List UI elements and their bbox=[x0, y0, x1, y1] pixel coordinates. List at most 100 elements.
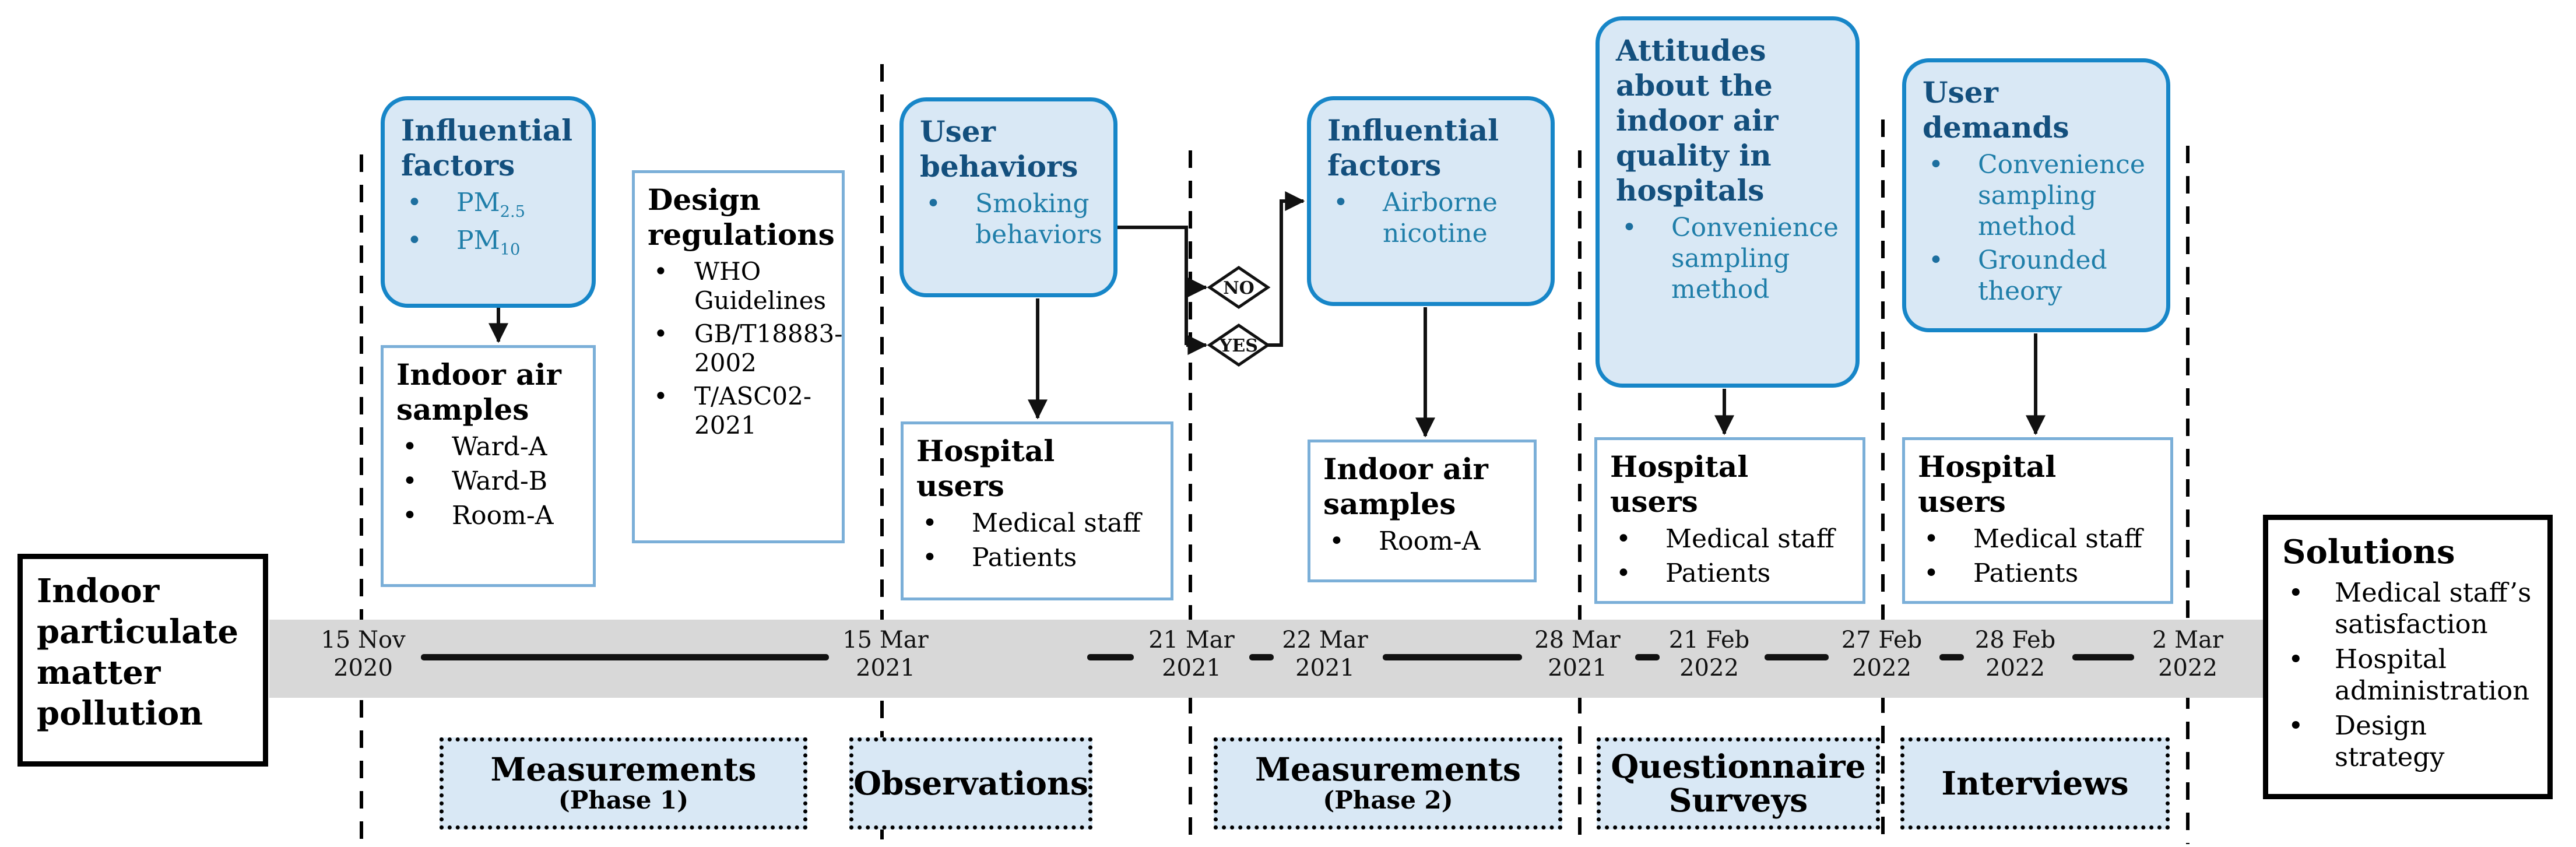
dashed-separator-3 bbox=[1189, 150, 1192, 844]
list-item: •PM10 bbox=[401, 226, 575, 260]
list-item-text: T/ASC02-2021 bbox=[694, 381, 812, 440]
date-line2: 2022 bbox=[2158, 655, 2217, 681]
timeline-date: 21 Mar 2021 bbox=[1116, 626, 1267, 682]
date-line2: 2021 bbox=[1162, 655, 1221, 681]
list-item: •Airborne nicotine bbox=[1327, 188, 1534, 249]
bullet-icon: • bbox=[1616, 558, 1631, 588]
list-item-text: Ward-B bbox=[452, 466, 548, 496]
phase-label: Measurements bbox=[1255, 750, 1521, 788]
list-item-text: Smoking behaviors bbox=[975, 189, 1102, 249]
list-item: •Room-A bbox=[1323, 526, 1521, 557]
list-item: •Patients bbox=[916, 543, 1158, 574]
list-item-text: Hospital administration bbox=[2335, 644, 2530, 706]
indoor-air-samples-box-2: Indoor air samples •Room-A bbox=[1308, 440, 1537, 582]
bullet-icon: • bbox=[2288, 710, 2304, 741]
phase-sublabel: (Phase 1) bbox=[558, 785, 689, 814]
yes-diamond bbox=[1207, 323, 1271, 367]
box-title: Influential factors bbox=[401, 113, 573, 182]
date-line2: 2020 bbox=[333, 655, 393, 681]
dashed-separator-6 bbox=[2186, 146, 2190, 844]
list-item: • Design strategy bbox=[2282, 710, 2533, 773]
date-line1: 2 Mar bbox=[2152, 627, 2224, 653]
list-item: • PM2.5 bbox=[401, 188, 575, 222]
date-line1: 28 Feb bbox=[1974, 627, 2056, 653]
bullet-icon: • bbox=[402, 500, 417, 530]
box-title: Hospital users bbox=[916, 434, 1055, 503]
timeline-segment bbox=[2072, 654, 2134, 660]
bullet-icon: • bbox=[2288, 577, 2304, 608]
timeline-segment bbox=[1635, 654, 1660, 660]
bullet-icon: • bbox=[1616, 524, 1631, 554]
list-item-text: Room-A bbox=[452, 500, 554, 530]
list-item: •Medical staff’s satisfaction bbox=[2282, 577, 2533, 640]
phase-observations: Observations bbox=[849, 737, 1092, 830]
list-item-text: Convenience sampling method bbox=[1671, 213, 1839, 304]
box-title: Hospital users bbox=[1610, 449, 1749, 519]
timeline-segment bbox=[1383, 654, 1522, 660]
bullet-icon: • bbox=[653, 381, 668, 410]
bullet-icon: • bbox=[926, 189, 941, 219]
bullet-icon: • bbox=[1928, 150, 1944, 180]
list-item: •Ward-B bbox=[396, 466, 580, 497]
list-item: • Medical staff bbox=[916, 508, 1158, 539]
timeline-date: 15 Mar 2021 bbox=[810, 626, 961, 682]
list-item: •Grounded theory bbox=[1923, 245, 2150, 307]
list-item: •Patients bbox=[1918, 558, 2157, 589]
dashed-separator-2 bbox=[880, 64, 884, 844]
list-item: • Smoking behaviors bbox=[920, 189, 1102, 251]
list-item: • Patients bbox=[1610, 558, 1850, 589]
yes-diamond-label: YES bbox=[1219, 336, 1258, 356]
phase-label: Interviews bbox=[1941, 764, 2129, 803]
timeline-date: 28 Feb 2022 bbox=[1939, 626, 2091, 682]
box-title: User behaviors bbox=[920, 114, 1078, 184]
phase-label: Measurements bbox=[490, 750, 757, 788]
user-demands-box: User demands •Convenience sampling metho… bbox=[1902, 58, 2170, 332]
box-title: Attitudes about the indoor air quality i… bbox=[1616, 33, 1779, 208]
box-title: Indoor air samples bbox=[396, 357, 561, 427]
list-item: •Convenience sampling method bbox=[1616, 213, 1839, 305]
date-line1: 15 Nov bbox=[321, 627, 406, 653]
timeline-segment bbox=[1765, 654, 1829, 660]
bullet-icon: • bbox=[1928, 245, 1944, 276]
list-item: •Medical staff bbox=[1918, 524, 2157, 555]
date-line2: 2021 bbox=[1295, 655, 1355, 681]
date-line2: 2021 bbox=[856, 655, 915, 681]
box-title: Solutions bbox=[2282, 533, 2455, 571]
box-title: User demands bbox=[1923, 75, 2069, 145]
bullet-icon: • bbox=[407, 188, 422, 217]
date-line1: 22 Mar bbox=[1282, 627, 1368, 653]
bullet-icon: • bbox=[1333, 188, 1348, 217]
date-line1: 28 Mar bbox=[1534, 627, 1621, 653]
list-item: • Room-A bbox=[396, 501, 580, 532]
timeline-date: 28 Mar 2021 bbox=[1502, 626, 1653, 682]
list-item: •Medical staff bbox=[1610, 524, 1850, 555]
bullet-icon: • bbox=[402, 432, 417, 462]
date-line1: 21 Mar bbox=[1148, 627, 1235, 653]
list-item: •GB/T18883-2002 bbox=[648, 319, 842, 378]
box-title: Design regulations bbox=[648, 182, 835, 252]
timeline-segment bbox=[1087, 654, 1134, 660]
list-item-text: Patients bbox=[1665, 558, 1771, 588]
hospital-users-box-1: Hospital users • Medical staff •Patients bbox=[901, 421, 1173, 600]
solutions-box: Solutions •Medical staff’s satisfaction … bbox=[2263, 515, 2553, 799]
connector-userbehaviors-to-decision bbox=[1117, 226, 1188, 345]
timeline-segment bbox=[1939, 654, 1964, 660]
list-item: •Convenience sampling method bbox=[1923, 150, 2150, 242]
date-line1: 15 Mar bbox=[842, 627, 929, 653]
list-item-text: Patients bbox=[1973, 558, 2079, 588]
list-item-text: Medical staff bbox=[1973, 524, 2143, 554]
bullet-icon: • bbox=[922, 508, 937, 538]
timeline-date: 15 Nov 2020 bbox=[287, 626, 439, 682]
list-item-text: Design strategy bbox=[2335, 710, 2445, 772]
list-item-text: PM2.5 bbox=[456, 188, 526, 221]
indoor-air-samples-box-1: Indoor air samples •Ward-A •Ward-B •Room… bbox=[381, 345, 596, 587]
list-item-text: Medical staff bbox=[972, 508, 1141, 538]
dashed-separator-5 bbox=[1881, 120, 1885, 844]
problem-title: Indoor particulate matter pollution bbox=[37, 572, 238, 733]
list-item-text: Patients bbox=[972, 542, 1077, 572]
problem-box: Indoor particulate matter pollution bbox=[17, 554, 268, 767]
box-title: Indoor air samples bbox=[1323, 452, 1488, 521]
influential-factors-nicotine-box: Influential factors •Airborne nicotine bbox=[1307, 96, 1555, 306]
no-diamond-label: NO bbox=[1223, 278, 1254, 298]
design-regulations-box: Design regulations •WHO Guidelines •GB/T… bbox=[632, 170, 845, 543]
